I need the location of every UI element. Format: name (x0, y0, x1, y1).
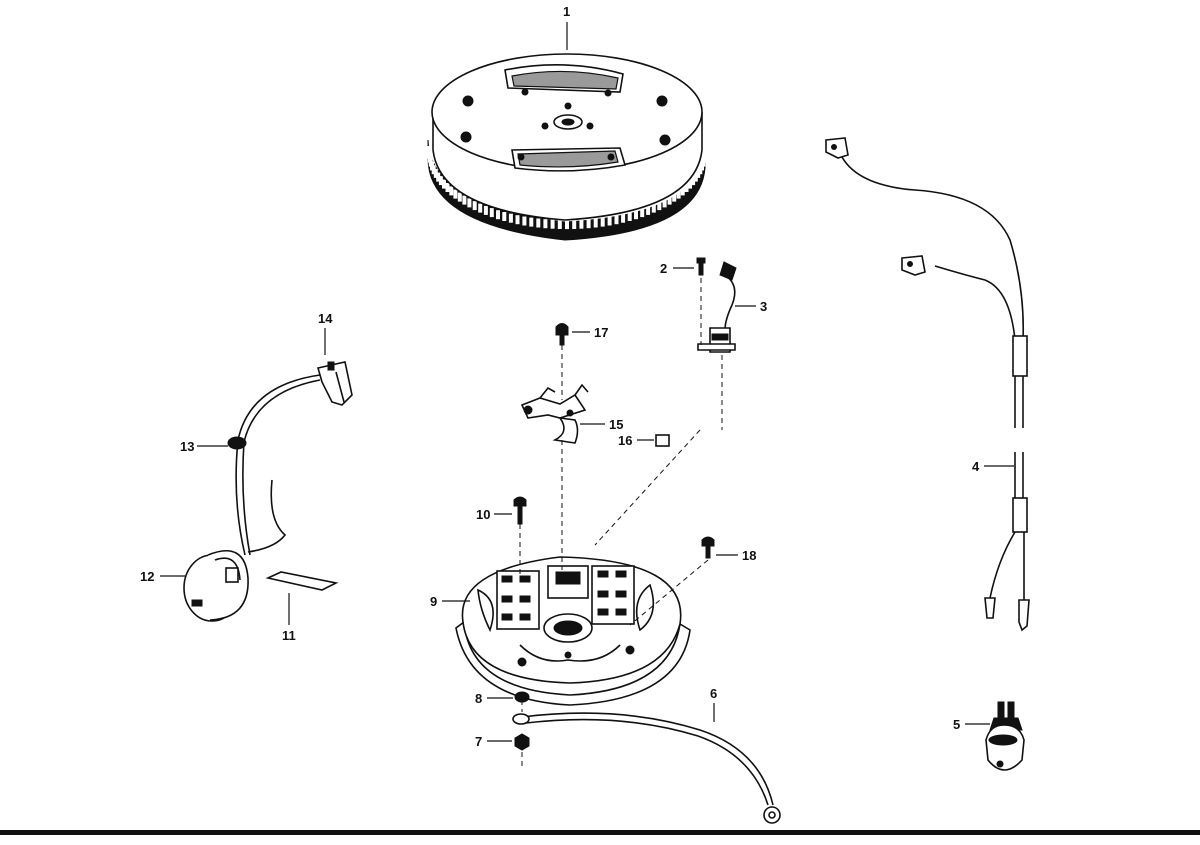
callout-6: 6 (710, 686, 717, 701)
callout-8: 8 (475, 691, 482, 706)
ring-gear-teeth (427, 146, 707, 230)
callout-14: 14 (318, 311, 333, 326)
callout-12: 12 (140, 569, 154, 584)
gear-tooth (433, 168, 438, 178)
gear-tooth (634, 210, 638, 220)
gear-tooth (529, 217, 534, 227)
gear-tooth (442, 179, 446, 189)
stator-screw (513, 496, 527, 525)
gear-tooth (472, 201, 477, 211)
callout-5: 5 (953, 717, 960, 732)
gear-tooth (457, 192, 462, 202)
gear-tooth (693, 172, 698, 182)
gear-tooth (593, 218, 598, 228)
gear-tooth (462, 195, 467, 205)
ground-wire (512, 712, 781, 824)
assembly-guide-lines (519, 278, 723, 770)
switch (985, 701, 1025, 771)
stator-plate (455, 556, 691, 706)
callout-3: 3 (760, 299, 767, 314)
condenser (697, 261, 737, 353)
gear-tooth (515, 215, 520, 225)
gear-tooth (565, 220, 569, 230)
gear-tooth (496, 210, 500, 220)
gear-tooth (436, 172, 441, 182)
gear-tooth (508, 213, 513, 223)
gear-tooth (427, 146, 431, 155)
gear-tooth (684, 183, 689, 192)
gear-tooth (557, 220, 562, 229)
gear-tooth (550, 219, 555, 229)
condenser-screw (696, 257, 706, 276)
ignition-coil-assembly (183, 361, 353, 622)
mounting-screw (701, 536, 715, 559)
callout-7: 7 (475, 734, 482, 749)
callout-2: 2 (660, 261, 667, 276)
callout-10: 10 (476, 507, 490, 522)
gear-tooth (522, 216, 527, 226)
nut (514, 733, 530, 751)
gear-tooth (483, 205, 488, 215)
gear-tooth (572, 220, 577, 229)
gear-tooth (646, 205, 651, 215)
gear-tooth (502, 212, 507, 221)
gear-tooth (662, 198, 667, 208)
callout-15: 15 (609, 417, 623, 432)
gear-tooth (445, 183, 450, 192)
gear-tooth (614, 215, 619, 225)
breaker-point-set (520, 383, 589, 444)
gear-tooth (627, 212, 632, 221)
callout-18: 18 (742, 548, 756, 563)
leader-lines (160, 22, 1014, 742)
gear-tooth (688, 179, 692, 189)
callout-4: 4 (972, 459, 980, 474)
gear-tooth (696, 168, 701, 178)
gear-tooth (640, 208, 645, 218)
callout-16: 16 (618, 433, 632, 448)
gear-tooth (453, 189, 458, 199)
bottom-rule (0, 830, 1200, 835)
callout-1: 1 (563, 4, 570, 19)
gear-tooth (621, 213, 626, 223)
breaker-clip (655, 434, 670, 447)
gear-tooth (600, 217, 605, 227)
callout-11: 11 (282, 628, 296, 643)
gear-tooth (586, 219, 591, 229)
callout-labels: 1 2 3 4 5 6 7 8 9 10 11 12 13 14 15 16 1… (140, 4, 980, 749)
breaker-screw (555, 323, 569, 346)
gear-tooth (579, 219, 584, 229)
gear-tooth (667, 195, 672, 205)
gear-tooth (467, 198, 472, 208)
gear-tooth (478, 203, 483, 213)
callout-13: 13 (180, 439, 194, 454)
flywheel (427, 53, 707, 241)
gear-tooth (651, 203, 656, 213)
gear-tooth (676, 189, 681, 199)
gear-tooth (489, 208, 494, 218)
gear-tooth (543, 219, 548, 229)
gear-tooth (680, 186, 685, 196)
gear-tooth (672, 192, 677, 202)
gear-tooth (607, 216, 612, 226)
gear-tooth (449, 186, 454, 196)
gear-tooth (691, 176, 696, 186)
wire-harness (825, 137, 1030, 632)
gear-tooth (438, 176, 443, 186)
gear-tooth (657, 201, 662, 211)
callout-17: 17 (594, 325, 608, 340)
gear-tooth (536, 218, 541, 228)
gear-tooth (698, 165, 703, 175)
callout-9: 9 (430, 594, 437, 609)
